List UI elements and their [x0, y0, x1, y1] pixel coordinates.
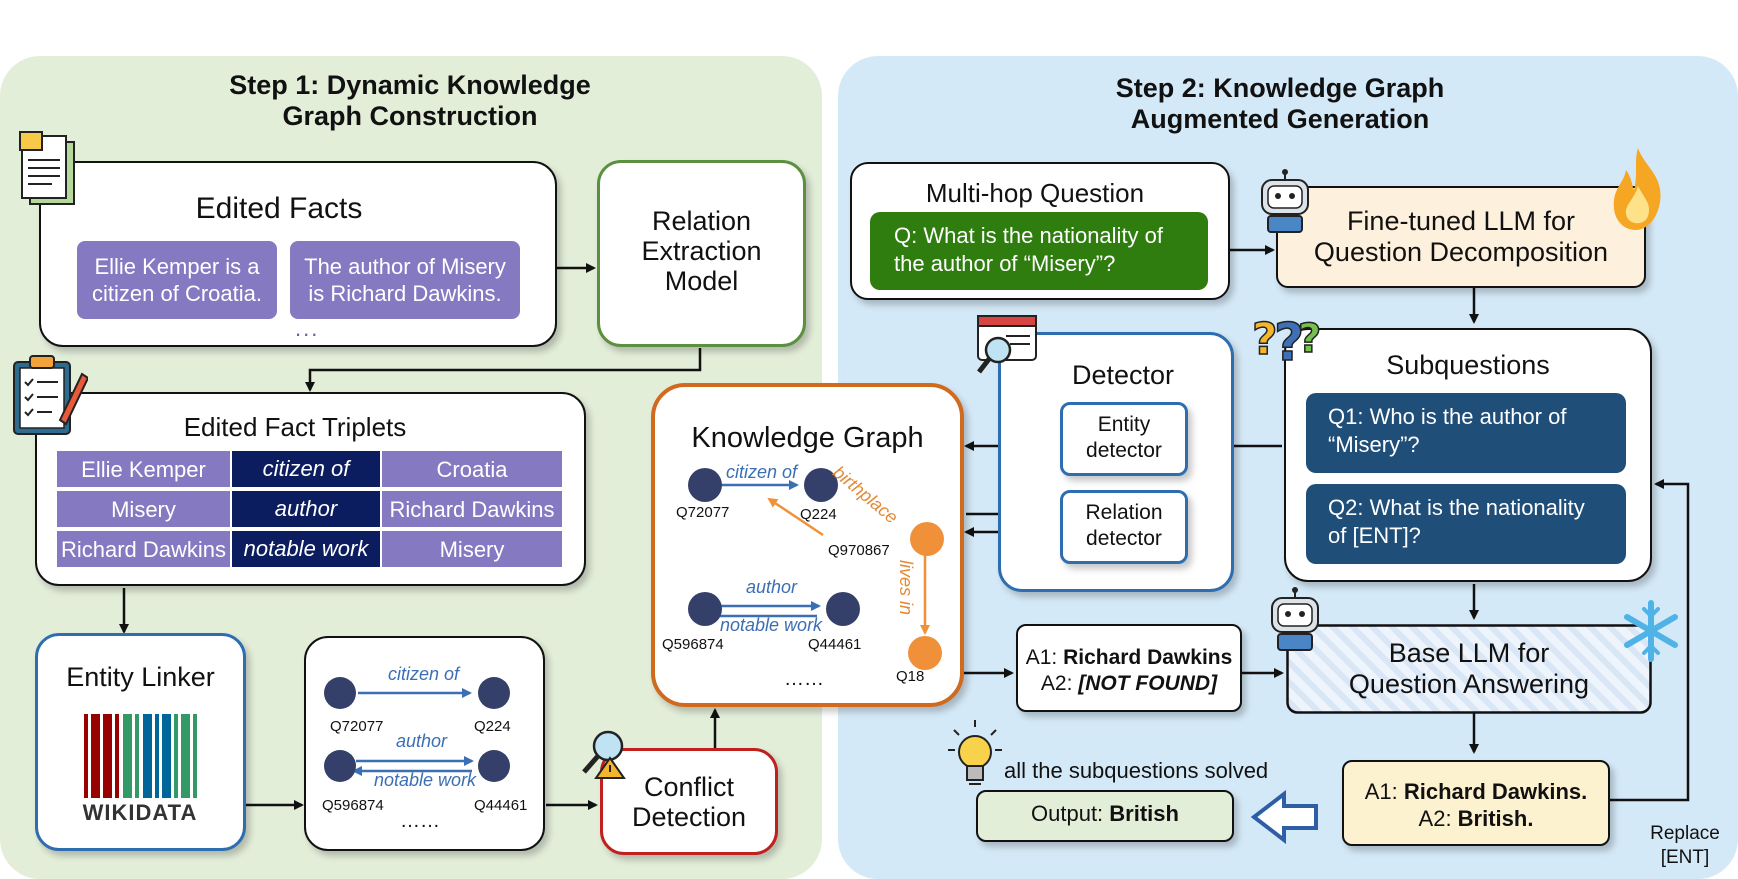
- kg-node-q970867: [910, 522, 944, 556]
- kg-rel-lives-in: lives in: [896, 560, 916, 616]
- subquestions-title: Subquestions: [1386, 350, 1550, 380]
- svg-text:?: ?: [1298, 316, 1321, 362]
- triplet-relation-1: citizen of: [232, 451, 380, 487]
- mini-label-q72077: Q72077: [330, 718, 384, 735]
- entity-detector-box: [1060, 402, 1188, 476]
- mini-label-q44461: Q44461: [474, 797, 528, 814]
- kg-label-q970867: Q970867: [828, 542, 890, 559]
- entity-detector-label: Entity detector: [1086, 413, 1162, 462]
- kg-label-q72077: Q72077: [676, 504, 730, 521]
- mini-rel-author: author: [396, 731, 448, 751]
- subquestion-q1: Q1: Who is the author of “Misery”?: [1306, 393, 1626, 473]
- mini-node-q224: [478, 677, 510, 709]
- edited-facts-title: Edited Facts: [195, 192, 363, 225]
- knowledge-graph-title: Knowledge Graph: [691, 422, 924, 454]
- mini-label-q596874: Q596874: [322, 797, 384, 814]
- kg-label-q224: Q224: [800, 506, 837, 523]
- kg-node-q224: [804, 468, 838, 502]
- search-warning-icon: [582, 730, 626, 779]
- edited-facts-more: ...: [295, 316, 320, 341]
- document-icon: [19, 131, 75, 205]
- mini-rel-notable-work: notable work: [374, 770, 477, 790]
- mini-graph-edges: [324, 677, 510, 782]
- knowledge-graph-edges: [688, 468, 944, 670]
- wikidata-logo-icon: [84, 714, 197, 798]
- solved-note: all the subquestions solved: [1004, 758, 1269, 783]
- robot-icon: [1261, 169, 1309, 233]
- mini-node-q44461: [478, 750, 510, 782]
- subquestion-q2: Q2: What is the nationality of [ENT]?: [1306, 484, 1626, 564]
- relation-extraction-model-box: [597, 160, 806, 347]
- base-llm-box: [1286, 624, 1652, 714]
- triplet-relation-2: author: [232, 491, 380, 527]
- replace-ent-label: Replace [ENT]: [1650, 823, 1720, 868]
- kg-label-q596874: Q596874: [662, 636, 724, 653]
- conflict-detection-box: [600, 748, 778, 855]
- entity-linker-title: Entity Linker: [66, 662, 215, 692]
- snowflake-icon: [1624, 600, 1678, 662]
- triplet-subject-1: Ellie Kemper: [57, 451, 230, 487]
- step1-title: Step 1: Dynamic Knowledge Graph Construc…: [229, 70, 591, 131]
- mini-node-q72077: [324, 677, 356, 709]
- fire-icon: [1613, 148, 1661, 230]
- conflict-detection-label: Conflict Detection: [631, 772, 747, 832]
- final-answer-a1: A1: Richard Dawkins.: [1364, 779, 1588, 804]
- question-marks-icon: ? ? ?: [1251, 312, 1322, 368]
- kg-node-q596874: [688, 592, 722, 626]
- triplet-object-3: Misery: [382, 531, 562, 567]
- triplet-object-1: Croatia: [382, 451, 562, 487]
- hollow-arrow-icon: [1250, 790, 1318, 844]
- kg-more: ……: [784, 668, 824, 690]
- retrieved-answer-a1: A1: Richard Dawkins: [1025, 646, 1233, 669]
- kg-rel-author: author: [746, 577, 798, 597]
- relation-detector-box: [1060, 490, 1188, 564]
- base-llm-label: Base LLM for Question Answering: [1348, 638, 1590, 699]
- final-answers-box: [1342, 760, 1610, 846]
- kg-label-q44461: Q44461: [808, 636, 862, 653]
- mini-rel-citizen-of: citizen of: [388, 664, 460, 684]
- browser-search-icon: [977, 315, 1037, 374]
- relation-detector-label: Relation detector: [1085, 501, 1163, 550]
- kg-rel-notable-work: notable work: [720, 615, 823, 635]
- kg-node-q72077: [688, 468, 722, 502]
- triplet-subject-2: Misery: [57, 491, 230, 527]
- multihop-question-title: Multi-hop Question: [925, 178, 1145, 208]
- finetuned-llm-label: Fine-tuned LLM for Question Decompositio…: [1313, 206, 1609, 267]
- robot-icon: [1271, 587, 1319, 651]
- mini-node-q596874: [324, 750, 356, 782]
- multihop-question-text: Q: What is the nationality of the author…: [870, 212, 1208, 290]
- kg-node-q44461: [826, 592, 860, 626]
- triplet-subject-3: Richard Dawkins: [57, 531, 230, 567]
- triplet-relation-3: notable work: [232, 531, 380, 567]
- svg-text:?: ?: [1274, 313, 1304, 368]
- relation-extraction-model-label: Relation Extraction Model: [641, 206, 762, 296]
- output-box: [976, 790, 1234, 842]
- edited-fact-2: The author of Misery is Richard Dawkins.: [290, 241, 520, 319]
- svg-text:?: ?: [1252, 314, 1278, 365]
- entity-linker-box: [35, 633, 246, 851]
- detector-title: Detector: [1071, 360, 1175, 390]
- step2-title: Step 2: Knowledge Graph Augmented Genera…: [1115, 73, 1445, 134]
- retrieved-answer-a2: A2: [NOT FOUND]: [1040, 672, 1218, 695]
- edited-fact-1: Ellie Kemper is a citizen of Croatia.: [77, 241, 277, 319]
- mini-graph-box: [304, 636, 545, 851]
- clipboard-icon: [13, 355, 88, 435]
- lightbulb-icon: [948, 720, 1002, 785]
- kg-rel-citizen-of: citizen of: [726, 462, 798, 482]
- kg-label-q18: Q18: [896, 668, 925, 685]
- kg-node-q18: [908, 636, 942, 670]
- mini-graph-more: ……: [400, 810, 440, 832]
- finetuned-llm-box: [1276, 186, 1646, 288]
- wikidata-logo-text: WIKIDATA: [82, 800, 198, 825]
- output-text: Output: British: [1031, 801, 1179, 826]
- edited-fact-triplets-title: Edited Fact Triplets: [183, 412, 407, 442]
- final-answer-a2: A2: British.: [1418, 806, 1534, 831]
- triplet-object-2: Richard Dawkins: [382, 491, 562, 527]
- mini-label-q224: Q224: [474, 718, 511, 735]
- retrieved-answers-box: [1016, 624, 1242, 712]
